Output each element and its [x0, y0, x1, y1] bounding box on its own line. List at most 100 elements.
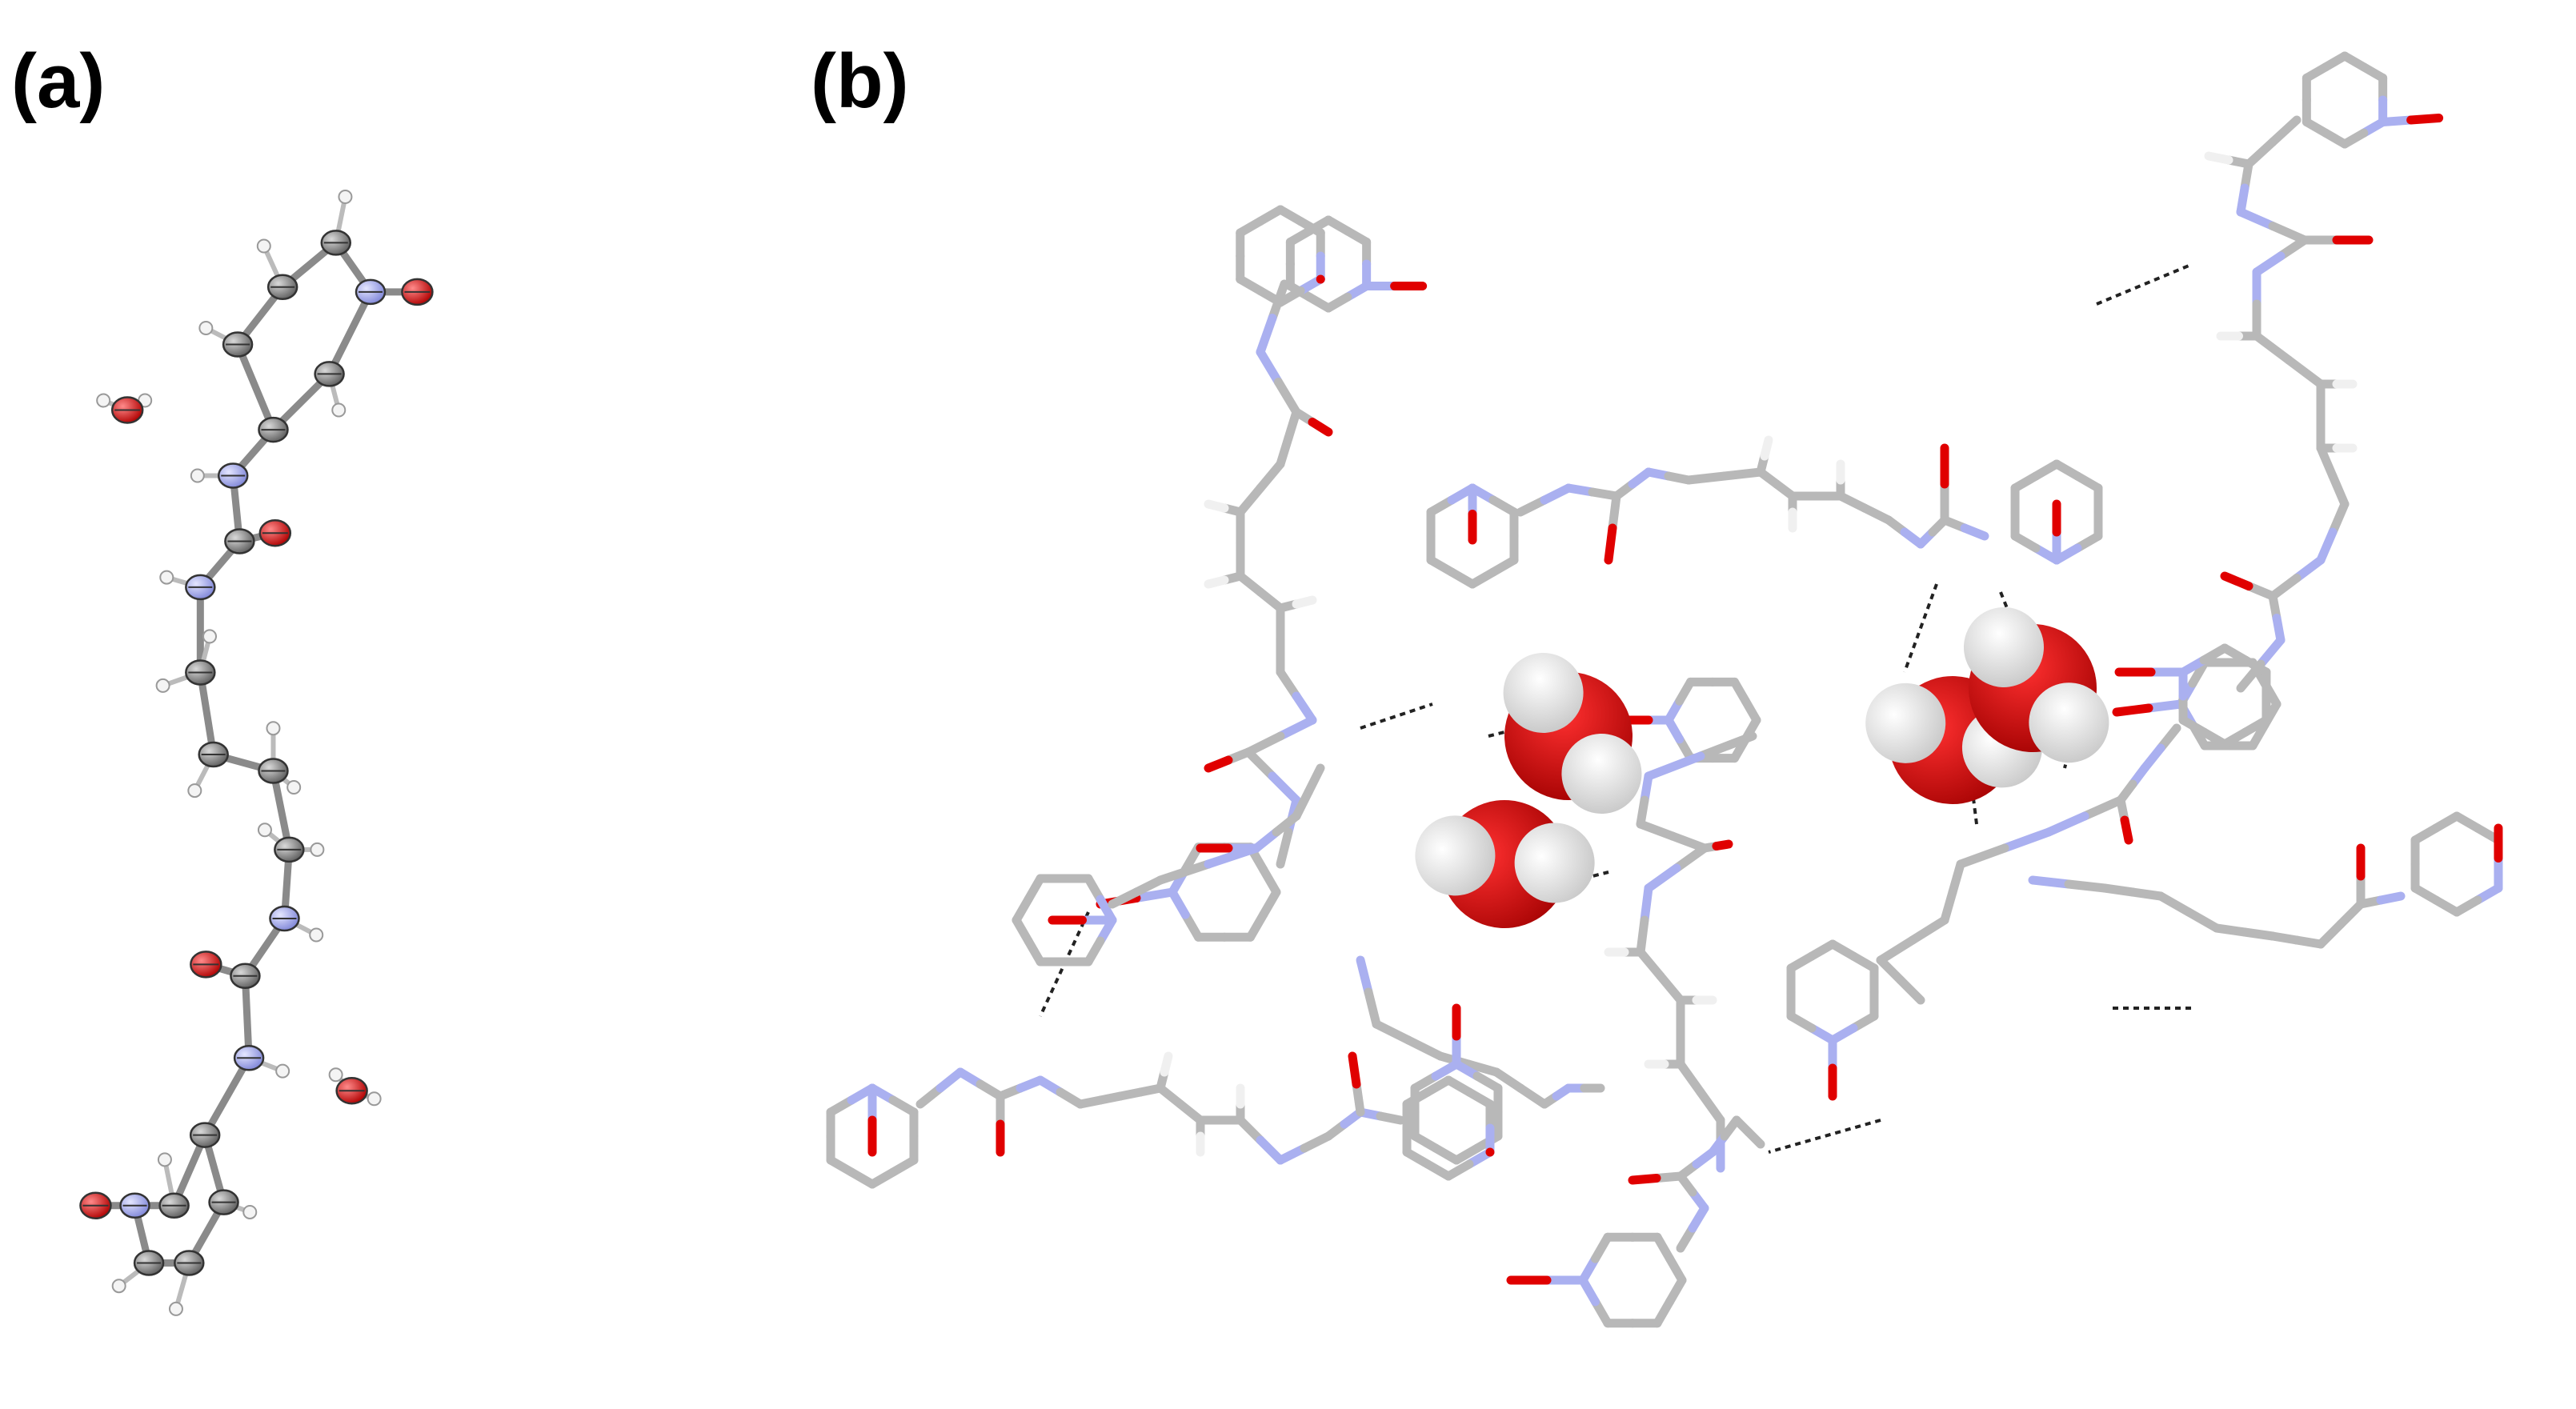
stick-bond [2028, 875, 2073, 889]
stick-bond [1256, 314, 1277, 357]
hydrogen-bond [1903, 583, 1938, 673]
stick-bond [2284, 355, 2326, 389]
stick-bond [1276, 667, 1301, 701]
water-hydrogen [1503, 652, 1584, 733]
bond [196, 669, 218, 759]
hydrogen-bond [1360, 702, 1433, 730]
stick-bond [2256, 635, 2286, 669]
water-molecule [1503, 652, 1642, 815]
stick-bond [1308, 418, 1333, 437]
hydrogen-atom [155, 678, 170, 693]
stick-bond [1836, 491, 1869, 513]
stick-bond [2268, 115, 2302, 146]
stick-bond [1132, 875, 1165, 897]
stick-bond [2236, 207, 2278, 230]
stick-bond [1960, 523, 1989, 541]
bond [241, 972, 253, 1062]
hydrogen-atom [367, 1091, 382, 1107]
stick-bond [1656, 971, 1685, 1005]
stick-bond [2268, 222, 2310, 245]
stick-bond [1665, 1254, 1687, 1285]
hydrogen-atom [190, 468, 205, 483]
stick-bond [1908, 915, 1949, 945]
stick-bond [2292, 555, 2326, 582]
stick-bond [2406, 114, 2444, 125]
hydrogen-atom [256, 238, 271, 254]
hydrogen-atom [275, 1063, 290, 1079]
stick-bond [2268, 574, 2302, 601]
stick-bond [1516, 495, 1549, 517]
stick-bond [1259, 865, 1281, 897]
stick-bond [1160, 1051, 1173, 1077]
hydrogen-atom [157, 1152, 172, 1167]
stick-bond [2112, 703, 2153, 717]
hydrogen-atom [187, 783, 202, 799]
bond [201, 1054, 253, 1139]
stick-bond [2336, 899, 2366, 929]
stick-bond [2184, 907, 2221, 933]
stick-bond [1372, 1019, 1413, 1045]
stick-bond [1468, 567, 1498, 589]
water-hydrogen [1865, 682, 1946, 763]
stick-bond [2120, 815, 2133, 845]
stick-bond [1292, 787, 1313, 821]
stick-bond [1604, 523, 1617, 565]
hydrogen-atom [159, 570, 174, 585]
stick-bond [1132, 887, 1177, 903]
stick-bond [1608, 491, 1621, 533]
stick-bond [1276, 434, 1293, 469]
stick-bond [1760, 435, 1773, 461]
stick-bond [1292, 691, 1317, 725]
stick-bond [1274, 378, 1301, 417]
stick-bond [2144, 699, 2185, 713]
hydrogen-atom [309, 927, 324, 943]
stick-bond [2204, 151, 2233, 165]
stick-bond [1352, 1079, 1365, 1117]
stick-bond [2220, 571, 2253, 590]
stick-bond [1628, 1174, 1661, 1185]
panel-a-label: (a) [11, 38, 106, 124]
stick-bond [2316, 919, 2346, 949]
panel-b-packing-diagram [826, 51, 2503, 1328]
stick-bond [1452, 1143, 1482, 1165]
hydrogen-atom [202, 629, 218, 644]
water-spacefill-molecules [1415, 606, 2109, 928]
stick-bond [1236, 1115, 1265, 1145]
stick-bond [2100, 883, 2137, 897]
stick-bond [1644, 751, 1705, 781]
stick-bond [2212, 923, 2249, 937]
hydrogen-bond [2096, 262, 2193, 306]
stick-bond [1204, 499, 1229, 513]
stick-bond [2240, 927, 2278, 941]
stick-bond [1896, 975, 1925, 1005]
stick-bond [1256, 459, 1285, 493]
stick-bond [1404, 1035, 1445, 1061]
stick-bond [1956, 843, 2009, 869]
stick-bond [2000, 827, 2053, 853]
stick-bond [1464, 1059, 1501, 1077]
stick-bond [1204, 575, 1229, 589]
water-hydrogen [1963, 606, 2044, 687]
stick-bond [1292, 595, 1317, 609]
stick-bond [1364, 987, 1381, 1029]
bond [269, 767, 293, 854]
hydrogen-atom [331, 402, 347, 418]
stick-bond [1244, 747, 1277, 781]
stick-bond [2080, 795, 2125, 821]
hydrogen-atom [96, 393, 111, 408]
stick-bond [1300, 1131, 1333, 1153]
stick-bond [1276, 715, 1317, 741]
stick-bond [1256, 1135, 1285, 1165]
stick-bond [1276, 1143, 1309, 1165]
stick-bond [1744, 1127, 1765, 1149]
water-molecule [1963, 606, 2109, 763]
stick-bond [1948, 859, 1965, 897]
hydrogen-atom [338, 190, 353, 204]
stick-bond [2328, 471, 2350, 509]
hydrogen-atom [168, 1301, 183, 1316]
stick-bond [1636, 819, 1677, 841]
stick-bond [2276, 235, 2310, 261]
stick-bond [1741, 696, 1761, 725]
panel-b-label: (b) [811, 38, 909, 124]
